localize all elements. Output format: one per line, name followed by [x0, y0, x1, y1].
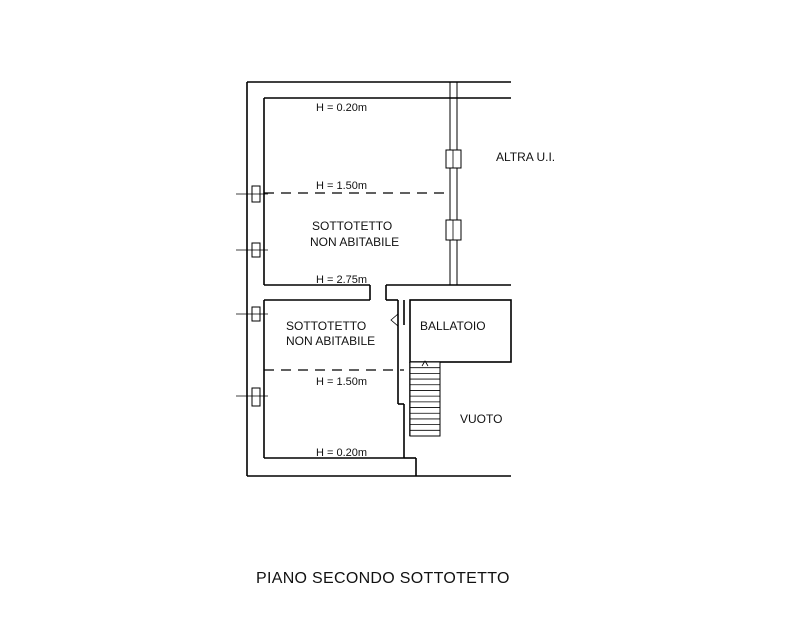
height-label-top: H = 0.20m [316, 102, 367, 114]
height-label-bottom: H = 0.20m [316, 447, 367, 459]
upper-room-label-1: SOTTOTETTO [312, 219, 392, 233]
upper-room-walls [264, 82, 511, 301]
corridor-walls [264, 299, 417, 476]
window-left-1 [236, 185, 268, 203]
window-right-2 [445, 219, 462, 241]
window-left-2 [236, 242, 268, 258]
altra-ui-label: ALTRA U.I. [496, 150, 555, 164]
ballatoio-label: BALLATOIO [420, 319, 486, 333]
stair-arrow-icon [421, 360, 429, 367]
outer-walls [246, 81, 511, 477]
lower-room-label-1: SOTTOTETTO [286, 319, 366, 333]
window-right-1 [445, 149, 462, 169]
height-label-lower-mid: H = 1.50m [316, 376, 367, 388]
vuoto-label: VUOTO [460, 412, 502, 426]
lower-room-label-2: NON ABITABILE [286, 334, 375, 348]
height-label-275: H = 2.75m [316, 274, 367, 286]
plan-title: PIANO SECONDO SOTTOTETTO [256, 570, 510, 587]
window-left-4 [236, 387, 268, 407]
height-label-upper-mid: H = 1.50m [316, 180, 367, 192]
stair [409, 361, 441, 437]
upper-room-label-2: NON ABITABILE [310, 235, 399, 249]
window-left-3 [236, 306, 268, 322]
